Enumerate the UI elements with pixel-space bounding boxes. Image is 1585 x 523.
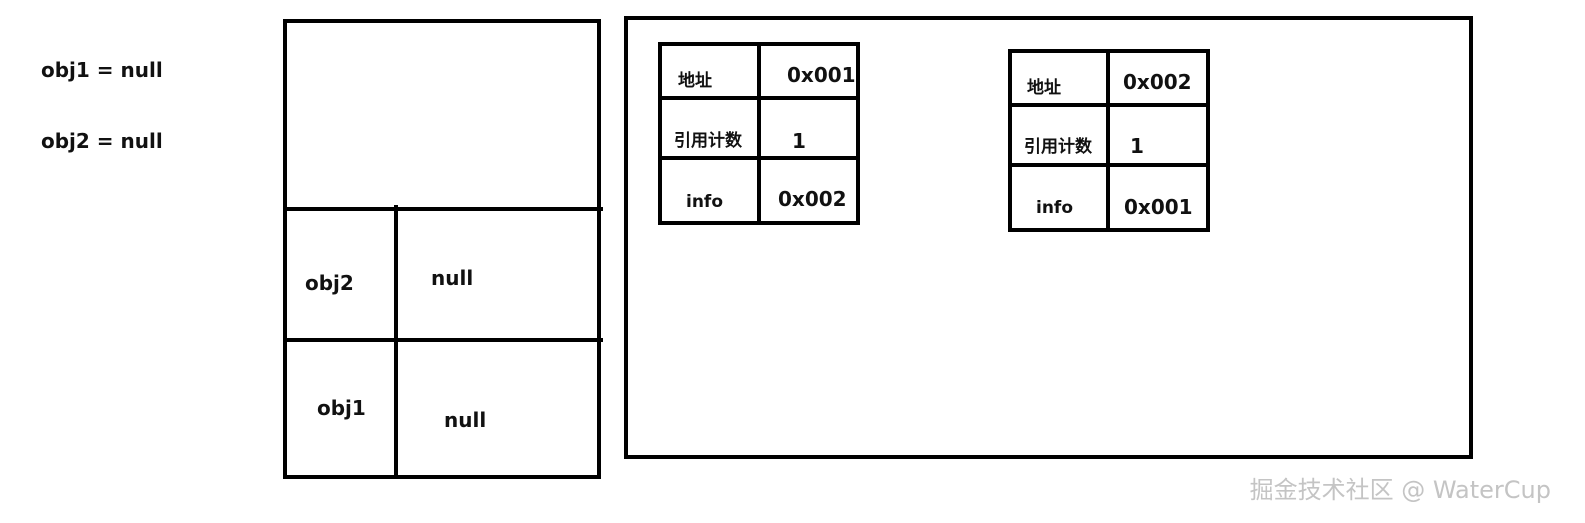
heap-object-2-value-refcount: 1 — [1130, 134, 1144, 158]
stack-value-obj1: null — [444, 408, 487, 432]
statement-obj1-null: obj1 = null — [41, 58, 163, 82]
stack-var-obj1: obj1 — [317, 396, 366, 420]
stack-column-divider — [394, 205, 398, 475]
stack-divider-top — [283, 207, 603, 211]
stack-var-obj2: obj2 — [305, 271, 354, 295]
heap-object-2-key-address: 地址 — [1027, 78, 1061, 98]
heap-object-1-key-address: 地址 — [678, 71, 712, 91]
heap-object-1-value-info: 0x002 — [778, 187, 847, 211]
heap-object-1-key-info: info — [686, 192, 724, 212]
heap-object-2-value-info: 0x001 — [1124, 195, 1193, 219]
heap-object-2-value-address: 0x002 — [1123, 70, 1192, 94]
stack-frame — [283, 19, 601, 479]
heap-object-1-column-divider — [757, 42, 761, 225]
heap-object-1-key-refcount: 引用计数 — [674, 131, 742, 151]
statement-obj2-null: obj2 = null — [41, 129, 163, 153]
heap-object-2-key-refcount: 引用计数 — [1024, 137, 1092, 157]
heap-object-2-column-divider — [1106, 49, 1110, 232]
stack-value-obj2: null — [431, 266, 474, 290]
heap-object-2-key-info: info — [1036, 198, 1074, 218]
stack-divider-middle — [283, 338, 603, 342]
watermark: 掘金技术社区 @ WaterCup — [1249, 476, 1551, 504]
heap-object-1-value-address: 0x001 — [787, 63, 856, 87]
heap-object-1-value-refcount: 1 — [792, 129, 806, 153]
heap-frame — [624, 16, 1473, 459]
